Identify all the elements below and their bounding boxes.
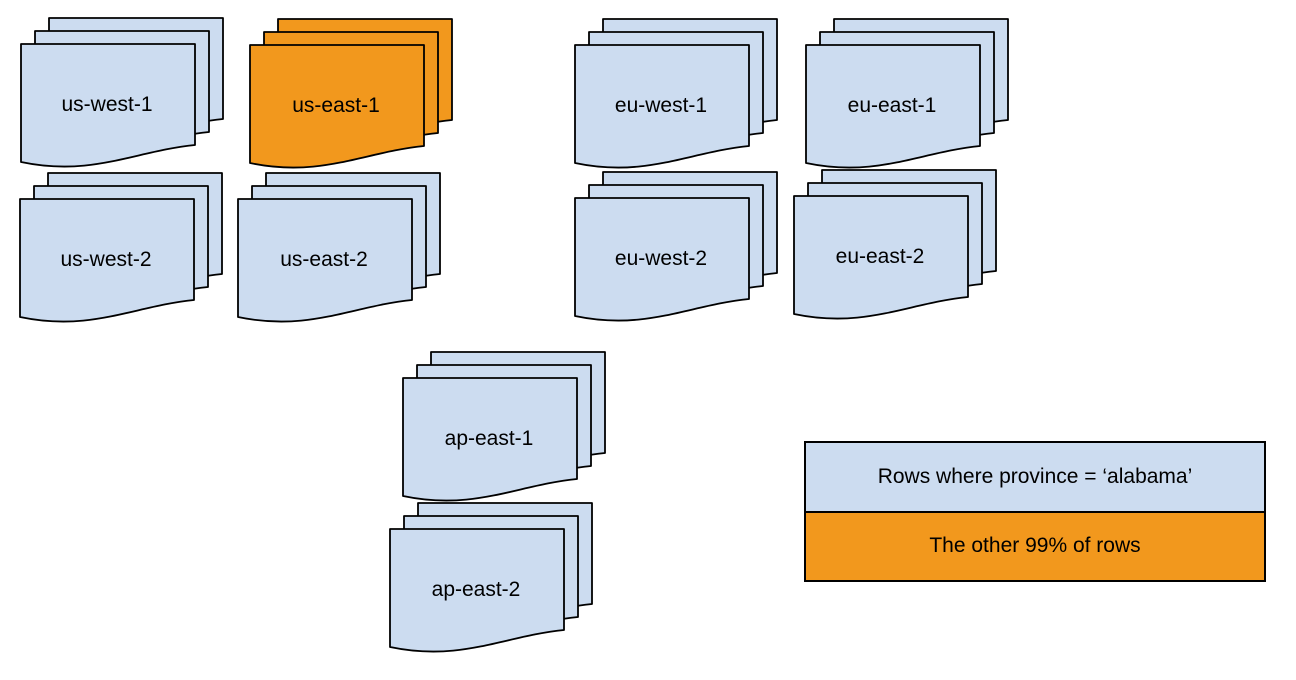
stacked-documents-icon <box>793 169 997 320</box>
stacked-documents-icon <box>574 18 778 169</box>
legend: Rows where province = ‘alabama’ The othe… <box>804 441 1266 582</box>
region-stack-us-west-2: us-west-2 <box>17 170 223 328</box>
stacked-documents-icon <box>20 17 224 168</box>
region-stack-us-east-1: us-east-1 <box>247 16 453 174</box>
stacked-documents-icon <box>249 18 453 169</box>
region-stack-us-east-2: us-east-2 <box>235 170 441 328</box>
stacked-documents-icon <box>19 172 223 323</box>
region-stack-eu-west-2: eu-west-2 <box>572 169 778 327</box>
stacked-documents-icon <box>402 351 606 502</box>
legend-item-other-rows: The other 99% of rows <box>806 510 1264 580</box>
stacked-documents-icon <box>389 502 593 653</box>
region-stack-ap-east-2: ap-east-2 <box>387 500 593 658</box>
stacked-documents-icon <box>574 171 778 322</box>
region-stack-eu-east-1: eu-east-1 <box>803 16 1009 174</box>
region-stack-eu-east-2: eu-east-2 <box>791 167 997 325</box>
region-stack-us-west-1: us-west-1 <box>18 15 224 173</box>
stacked-documents-icon <box>805 18 1009 169</box>
stacked-documents-icon <box>237 172 441 323</box>
legend-item-alabama-rows: Rows where province = ‘alabama’ <box>806 443 1264 511</box>
region-stack-eu-west-1: eu-west-1 <box>572 16 778 174</box>
region-stack-ap-east-1: ap-east-1 <box>400 349 606 507</box>
